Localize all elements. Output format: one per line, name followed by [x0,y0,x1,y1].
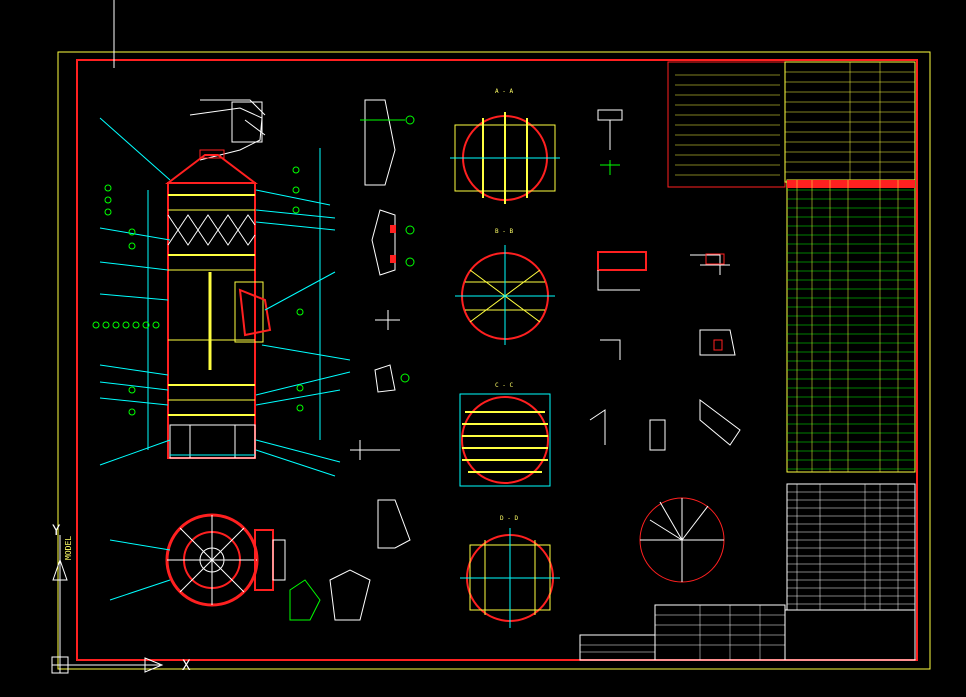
section-label-d: D - D [500,515,518,522]
parts-list-table[interactable] [786,483,916,611]
section-label-a: A - A [495,88,513,95]
ucs-icon: X Y [51,523,191,674]
section-a-a[interactable]: A - A [450,88,560,204]
section-b-b[interactable]: B - B [455,228,555,345]
inner-drawing-frame [76,59,918,661]
section-d-d[interactable]: D - D [460,515,560,628]
ucs-x-label: X [182,658,191,674]
ucs-y-label: Y [52,523,61,539]
viewport-label: MODEL [64,535,73,560]
section-label-b: B - B [495,228,513,235]
outer-sheet-border [57,51,931,670]
technical-notes-block[interactable] [667,61,786,188]
section-c-c[interactable]: C - C [459,382,551,487]
detail-views-column[interactable] [289,99,415,621]
vessel-plan-view[interactable] [109,513,286,607]
nozzle-detail-views[interactable] [589,109,741,451]
nozzle-orientation-diagram[interactable] [639,497,725,583]
nozzle-schedule-table[interactable] [786,179,916,473]
title-block[interactable] [579,604,916,661]
vessel-elevation-view[interactable] [92,99,351,477]
section-label-c: C - C [495,382,513,389]
design-data-table[interactable] [784,61,916,183]
